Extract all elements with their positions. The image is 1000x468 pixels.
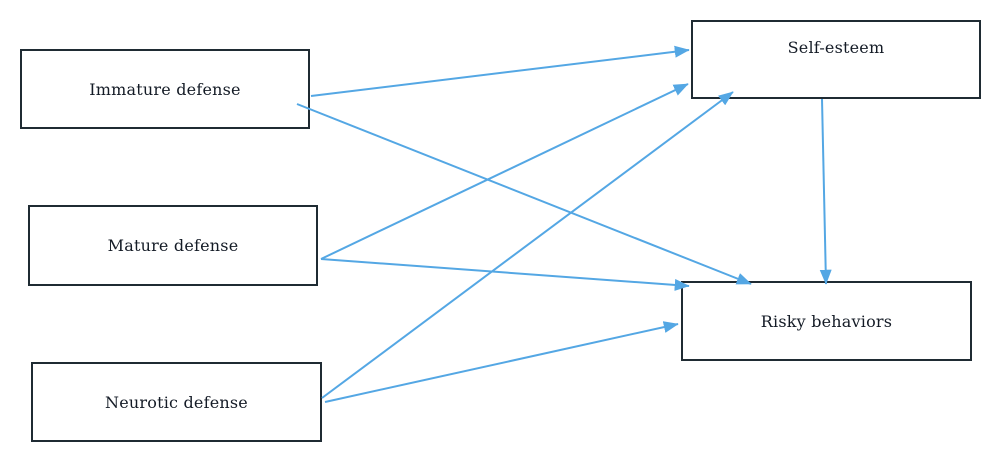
node-mature-defense: Mature defense <box>28 205 318 286</box>
node-neurotic-defense-label: Neurotic defense <box>105 392 248 412</box>
arrow-mature-to-self_esteem <box>320 83 689 260</box>
arrow-mature-to-risky <box>320 258 690 291</box>
node-self-esteem: Self-esteem <box>691 20 981 99</box>
node-mature-defense-label: Mature defense <box>107 236 239 255</box>
node-neurotic-defense: Neurotic defense <box>31 362 322 442</box>
node-immature-defense-label: Immature defense <box>89 79 241 99</box>
node-risky-behaviors-label: Risky behaviors <box>760 311 893 331</box>
node-immature-defense: Immature defense <box>20 49 310 129</box>
node-self-esteem-label: Self-esteem <box>787 38 885 57</box>
arrow-self_esteem-to-risky <box>819 98 832 285</box>
arrow-neurotic-to-self_esteem <box>321 91 734 399</box>
arrow-immature-to-self_esteem <box>310 45 690 97</box>
arrow-immature-to-risky <box>296 103 752 285</box>
node-risky-behaviors: Risky behaviors <box>681 281 972 361</box>
arrow-neurotic-to-risky <box>324 321 679 403</box>
